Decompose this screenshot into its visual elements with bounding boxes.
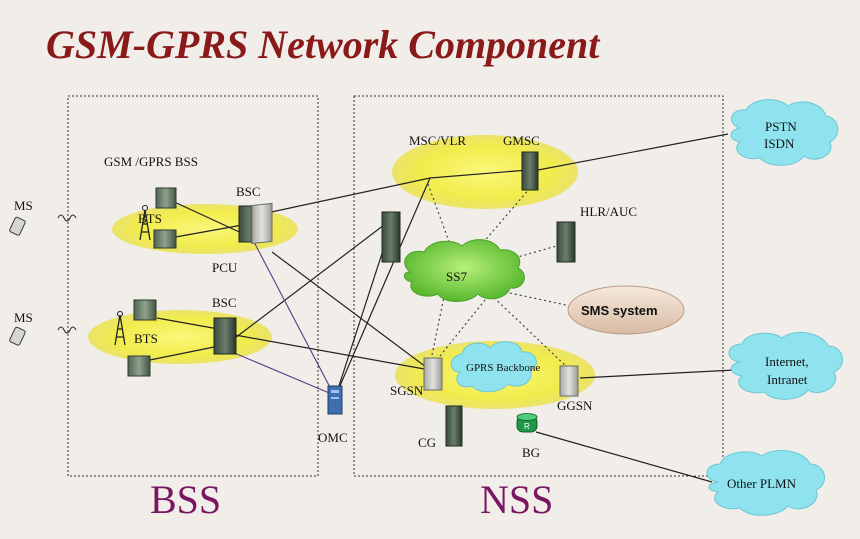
internet-label: Internet, bbox=[765, 354, 809, 369]
ggsn-unit bbox=[559, 365, 579, 397]
ss7-label: SS7 bbox=[446, 269, 467, 284]
bss-boundary bbox=[67, 95, 319, 477]
other-plmn-cloud: Other PLMN bbox=[706, 449, 825, 516]
intranet-label: Intranet bbox=[767, 372, 808, 387]
ss7-cloud: SS7 bbox=[403, 239, 525, 302]
omc-links bbox=[231, 241, 335, 396]
bts-bottom-unit-2 bbox=[127, 355, 151, 377]
nss-section-label: NSS bbox=[480, 477, 553, 522]
hlr-auc-label: HLR/AUC bbox=[580, 204, 637, 219]
gsm-gprs-bss-label: GSM /GPRS BSS bbox=[104, 154, 198, 169]
bts-top-antenna-icon bbox=[139, 205, 151, 241]
bsc-top-label: BSC bbox=[236, 184, 261, 199]
bts-bottom-antenna-icon bbox=[114, 311, 126, 346]
gprs-backbone-cloud: GPRS Backbone bbox=[450, 341, 540, 393]
gmsc-label: GMSC bbox=[503, 133, 540, 148]
bts-bottom-unit-1 bbox=[133, 299, 157, 321]
other-plmn-label: Other PLMN bbox=[727, 476, 797, 491]
bts-top-unit-1 bbox=[155, 187, 177, 209]
hlr-auc-rack bbox=[556, 221, 576, 263]
ms-bottom-label: MS bbox=[14, 310, 33, 325]
gprs-backbone-label: GPRS Backbone bbox=[466, 362, 540, 374]
bts-top-unit-2 bbox=[153, 229, 177, 249]
ms-top-phone-icon bbox=[9, 216, 26, 236]
ms-top-label: MS bbox=[14, 198, 33, 213]
bsc-bottom-label: BSC bbox=[212, 295, 237, 310]
pstn-label: PSTN bbox=[765, 119, 797, 134]
nss-boundary bbox=[353, 95, 724, 477]
msc-vlr-label: MSC/VLR bbox=[409, 133, 466, 148]
ms-bottom-phone-icon bbox=[9, 326, 26, 346]
bsc-bottom-rack bbox=[213, 317, 237, 355]
ggsn-label: GGSN bbox=[557, 398, 593, 413]
bts-top-label: BTS bbox=[138, 211, 162, 226]
radio-link-bottom-icon bbox=[57, 326, 77, 334]
isdn-label: ISDN bbox=[764, 136, 795, 151]
connection-lines bbox=[139, 133, 736, 483]
bg-router-mark: R bbox=[524, 422, 530, 431]
cg-rack bbox=[445, 405, 463, 447]
page-title: GSM-GPRS Network Component bbox=[46, 22, 601, 67]
omc-label: OMC bbox=[318, 430, 348, 445]
bg-router-icon: R bbox=[516, 413, 538, 433]
gmsc-rack bbox=[521, 151, 539, 191]
omc-server-icon bbox=[327, 385, 343, 415]
pcu-unit bbox=[251, 202, 273, 245]
pstn-isdn-cloud: PSTN ISDN bbox=[730, 99, 839, 166]
bg-label: BG bbox=[522, 445, 540, 460]
sms-system-label: SMS system bbox=[581, 303, 658, 318]
cg-label: CG bbox=[418, 435, 436, 450]
bts-bottom-label: BTS bbox=[134, 331, 158, 346]
bss-section-label: BSS bbox=[150, 477, 221, 522]
core-rack bbox=[381, 211, 401, 263]
radio-link-top-icon bbox=[57, 214, 77, 222]
internet-intranet-cloud: Internet, Intranet bbox=[728, 331, 843, 400]
sgsn-unit bbox=[423, 357, 443, 391]
pcu-label: PCU bbox=[212, 260, 238, 275]
sms-system: SMS system bbox=[567, 285, 685, 335]
sgsn-label: SGSN bbox=[390, 383, 424, 398]
